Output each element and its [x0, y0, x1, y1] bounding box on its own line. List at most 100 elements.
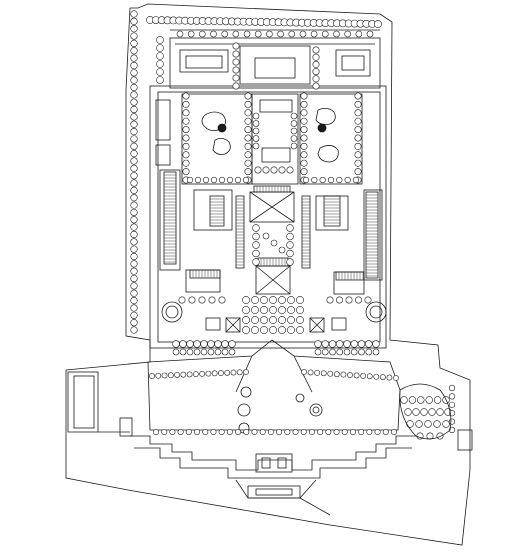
tree-symbol	[230, 369, 237, 376]
tree-symbol	[252, 232, 260, 241]
tree-symbol	[130, 223, 138, 231]
tree-symbol	[329, 348, 336, 356]
tree-symbol	[292, 428, 299, 435]
tree-symbol	[244, 151, 252, 159]
tree-symbol	[296, 316, 304, 324]
hatched-colonnade	[323, 195, 341, 227]
hatched-colonnade	[253, 185, 291, 193]
tree-symbol	[287, 306, 295, 314]
tree-symbol	[130, 135, 138, 143]
tree-symbol	[167, 372, 174, 379]
tree-symbol	[130, 208, 138, 217]
tree-symbol	[242, 176, 250, 184]
tree-symbol	[130, 39, 138, 47]
tree-symbol	[290, 135, 298, 142]
tree-symbol	[130, 83, 138, 92]
tree-symbol	[232, 66, 240, 74]
tree-symbol	[200, 348, 208, 356]
tree-symbol	[354, 168, 362, 176]
tree-symbol	[130, 32, 138, 40]
tree-symbol	[278, 306, 286, 314]
tree-symbol	[354, 296, 362, 304]
tree-symbol	[228, 348, 236, 356]
tree-symbol	[130, 194, 138, 202]
tree-symbol	[214, 340, 222, 348]
tree-symbol	[350, 340, 358, 348]
tree-symbol	[156, 76, 164, 84]
tree-symbol	[433, 420, 441, 428]
tree-symbol	[194, 176, 202, 184]
tree-symbol	[218, 370, 224, 376]
tree-symbol	[327, 176, 335, 184]
tree-symbol	[130, 61, 138, 70]
tree-symbol	[188, 296, 196, 304]
tree-symbol	[232, 50, 240, 58]
tree-symbol	[299, 30, 307, 38]
tree-symbol	[208, 296, 216, 304]
tree-symbol	[312, 53, 320, 61]
tree-symbol	[200, 340, 208, 348]
tree-symbol	[130, 98, 138, 106]
tree-symbol	[130, 54, 138, 62]
tree-symbol	[286, 232, 294, 241]
tree-symbol	[179, 348, 187, 356]
tree-symbol	[382, 428, 389, 435]
tree-symbol	[259, 428, 266, 435]
tree-symbol	[180, 371, 187, 378]
tree-symbol	[252, 249, 260, 258]
tree-symbol	[244, 168, 252, 176]
tree-symbol	[317, 428, 324, 435]
tree-symbol	[130, 47, 138, 55]
tree-symbol	[174, 372, 180, 378]
tree-symbol	[161, 372, 168, 379]
tree-symbol	[372, 340, 380, 348]
tree-symbol	[244, 100, 252, 108]
tree-symbol	[428, 408, 436, 416]
tree-symbol	[300, 126, 308, 134]
tree-symbol	[207, 340, 215, 348]
tree-symbol	[210, 30, 217, 38]
tree-symbol	[296, 296, 304, 304]
tree-symbol	[300, 92, 308, 100]
tree-symbol	[153, 428, 160, 435]
tree-symbol	[406, 420, 414, 428]
tree-symbol	[372, 348, 380, 356]
tree-symbol	[254, 166, 262, 174]
tree-symbol	[302, 176, 310, 184]
tree-symbol	[312, 82, 320, 90]
tree-symbol	[156, 44, 164, 52]
tree-symbol	[408, 396, 417, 404]
tree-symbol	[312, 68, 320, 76]
tree-symbol	[366, 428, 373, 435]
main-enclosure	[149, 85, 387, 349]
tree-symbol	[252, 135, 260, 142]
hatched-colonnade	[163, 171, 177, 265]
tree-symbol	[311, 176, 318, 184]
hatched-colonnade	[209, 195, 225, 227]
left-outbuilding	[67, 371, 133, 437]
tree-symbol	[355, 30, 363, 38]
central-halls	[161, 189, 387, 333]
tree-symbol	[300, 109, 308, 117]
tree-symbol	[276, 428, 283, 435]
tree-symbol	[314, 340, 322, 348]
tree-symbol	[266, 30, 273, 38]
tree-symbol	[232, 42, 240, 50]
tree-symbol	[284, 428, 291, 435]
tree-symbol	[360, 372, 367, 379]
tree-symbol	[344, 176, 351, 184]
tree-symbol	[242, 316, 250, 324]
tree-symbol	[278, 166, 286, 174]
tree-symbol	[354, 109, 362, 117]
tree-symbol	[325, 428, 332, 435]
tree-symbol	[130, 252, 138, 261]
tree-symbol	[130, 238, 138, 246]
tree-symbol	[179, 340, 187, 348]
tree-symbol	[210, 176, 218, 184]
tree-symbol	[290, 127, 298, 135]
tree-symbol	[130, 157, 138, 165]
tree-symbol	[307, 369, 314, 376]
tree-symbol	[207, 348, 215, 356]
tree-symbol	[278, 296, 286, 304]
tree-symbol	[433, 396, 442, 404]
